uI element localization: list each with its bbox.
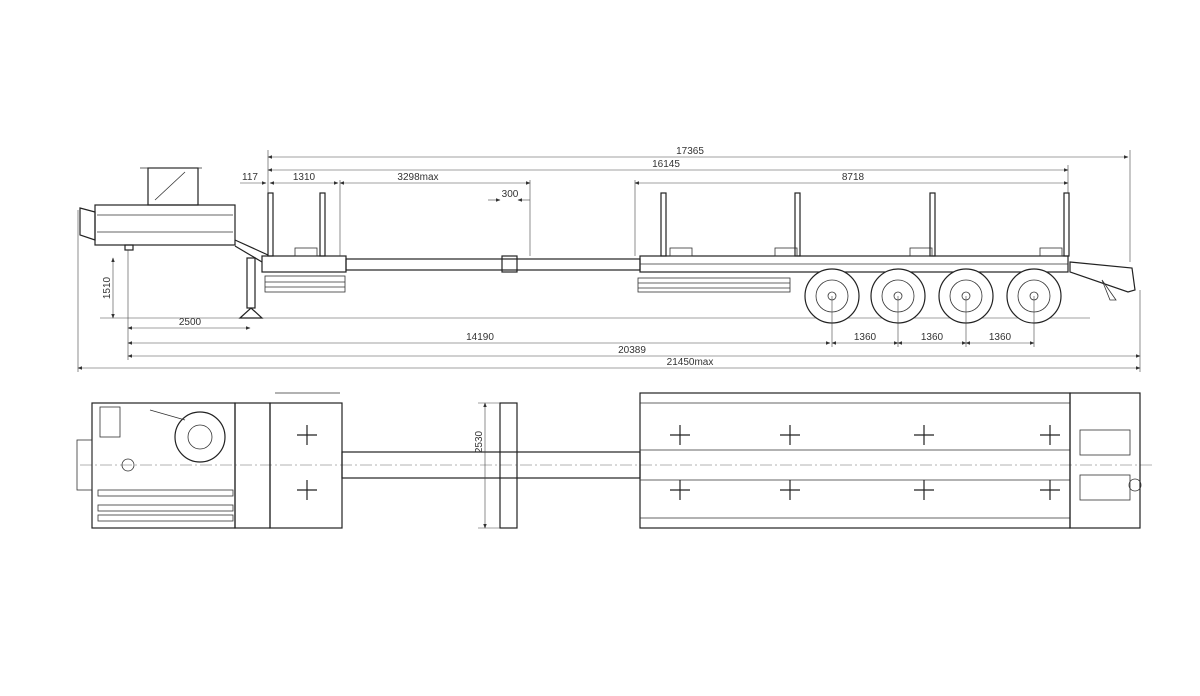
side-rails [264,275,791,293]
rear-ramp [1069,261,1136,293]
dim-crossmember: 300 [502,189,519,200]
rear-deck-top [639,392,1071,529]
crossmember-top [499,402,518,529]
front-bracket [79,207,96,241]
dim-kingpin-to-leg: 2500 [179,317,202,328]
side-dimensions: 17365 16145 117 1310 3298max 8718 300 15… [77,146,1141,372]
dim-front-offset: 117 [242,172,258,183]
stakes [267,192,1070,257]
dim-deck-length: 16145 [652,159,680,170]
extension-beam [345,258,641,271]
dim-kingpin-to-first-axle: 14190 [466,332,494,343]
crossmember [501,255,518,273]
dim-axle-spacing: 1360 [921,332,944,343]
dim-kingpin-to-rear: 20389 [618,345,646,356]
front-deck [261,255,347,273]
dim-axle-spacing: 1360 [989,332,1012,343]
front-deck-top [269,402,343,529]
dim-axle-spacing: 1360 [854,332,877,343]
dim-overall-length: 21450max [667,357,714,368]
kingpin [124,244,134,251]
wheels [804,268,1062,324]
side-view: 17365 16145 117 1310 3298max 8718 300 15… [77,146,1141,372]
landing-leg [238,257,264,319]
dim-overall-width: 2530 [474,430,485,453]
spare-wheel [174,411,226,463]
rear-end-top [1069,392,1142,529]
dim-overall-deck: 17365 [676,146,704,157]
dim-extension: 3298max [397,172,438,183]
gooseneck [79,167,269,263]
bunks-top [297,425,1060,500]
gooseneck-top [76,402,271,529]
dim-rear-bunk-span: 8718 [842,172,865,183]
dim-front-stake-spacing: 1310 [293,172,316,183]
top-view: 2530 [76,392,1155,529]
dim-fifth-wheel-height: 1510 [102,276,113,299]
